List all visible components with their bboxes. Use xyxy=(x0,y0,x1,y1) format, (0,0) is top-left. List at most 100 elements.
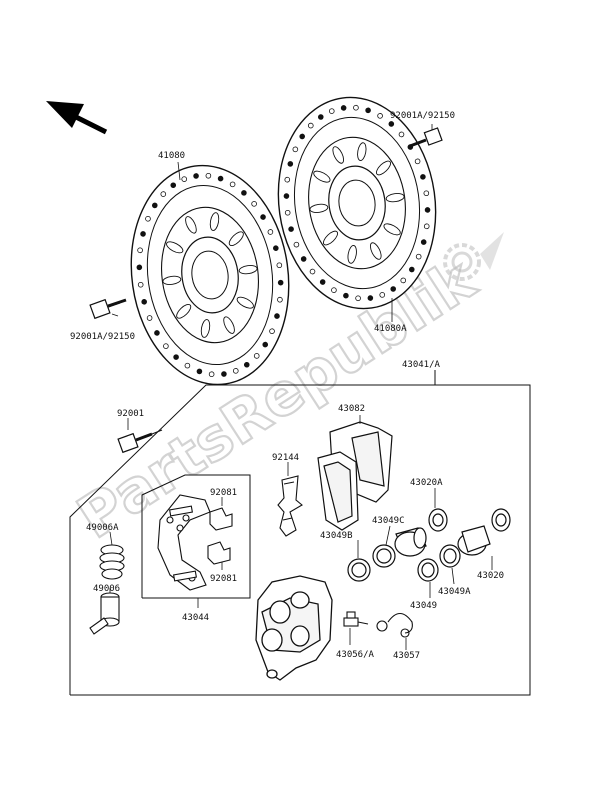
drill-hole xyxy=(284,209,291,216)
drill-hole xyxy=(221,371,227,377)
spoke-cutout xyxy=(375,160,391,176)
label-disc-left: 41080 xyxy=(158,151,185,161)
label-holder: 43044 xyxy=(182,613,209,623)
spoke-cutout xyxy=(223,316,235,334)
leader-lines xyxy=(109,124,493,650)
drill-hole xyxy=(260,214,266,220)
drill-hole xyxy=(353,104,359,111)
drill-hole xyxy=(251,201,257,207)
drill-hole xyxy=(160,191,167,197)
drill-hole xyxy=(284,176,291,183)
label-caliper-bolt: 92001 xyxy=(117,409,144,419)
brake-pad-rear xyxy=(329,421,393,503)
label-bolt-right: 92001A/92150 xyxy=(390,111,455,121)
drill-hole xyxy=(365,107,371,114)
drill-hole xyxy=(277,296,283,303)
drill-hole xyxy=(253,353,260,359)
label-disc-right: 41080A xyxy=(374,324,407,334)
boot xyxy=(99,544,125,580)
gear-logo-icon xyxy=(443,232,504,281)
caliper-assembly-frame xyxy=(69,370,531,696)
drill-hole xyxy=(293,241,300,248)
drill-hole xyxy=(408,266,415,273)
label-boot: 49006A xyxy=(86,523,119,533)
drill-hole xyxy=(173,354,179,360)
drill-hole xyxy=(420,239,427,245)
drill-hole xyxy=(145,215,151,222)
spoke-cutout xyxy=(313,170,331,183)
drill-hole xyxy=(300,256,307,262)
label-pad-set: 43082 xyxy=(338,404,365,414)
drill-hole xyxy=(390,286,397,292)
drill-hole xyxy=(423,190,430,197)
drill-hole xyxy=(170,182,177,189)
spoke-cutout xyxy=(166,241,184,254)
drill-hole xyxy=(273,245,279,251)
drill-hole xyxy=(355,295,361,302)
drill-hole xyxy=(340,105,347,111)
holder-subframe xyxy=(141,474,251,599)
drill-hole xyxy=(217,175,224,182)
drill-hole xyxy=(208,371,215,378)
drill-hole xyxy=(331,287,337,293)
disc-bolt-left xyxy=(89,298,127,320)
drill-hole xyxy=(205,172,212,179)
drill-hole xyxy=(414,158,421,165)
caliper-bolt xyxy=(117,429,163,454)
spoke-cutout xyxy=(185,216,197,234)
drill-hole xyxy=(379,292,386,298)
label-caliper-assembly: 43041/A xyxy=(402,360,441,370)
drill-hole xyxy=(292,146,299,153)
drill-hole xyxy=(232,368,239,374)
spoke-cutout xyxy=(369,242,382,260)
label-seal-b: 43049B xyxy=(320,531,353,541)
slide-pin xyxy=(89,592,120,635)
label-pin: 49006 xyxy=(93,584,120,594)
label-bolt-left: 92001A/92150 xyxy=(70,332,135,342)
spoke-cutout xyxy=(323,230,339,246)
drill-hole xyxy=(193,173,199,179)
label-clip-lower: 92081 xyxy=(210,574,237,584)
drill-hole xyxy=(424,207,431,213)
drill-hole xyxy=(388,121,395,127)
drill-hole xyxy=(288,226,294,232)
caliper-body xyxy=(255,575,333,681)
disc-bolt-right xyxy=(409,127,443,148)
drill-hole xyxy=(328,108,335,114)
drill-hole xyxy=(299,133,306,140)
label-clip-upper: 92081 xyxy=(210,488,237,498)
drill-hole xyxy=(140,231,146,237)
label-seal-a: 43049A xyxy=(438,587,471,597)
drill-hole xyxy=(146,315,153,321)
drill-hole xyxy=(262,341,269,348)
drill-hole xyxy=(151,202,158,209)
piston-43020 xyxy=(457,525,491,556)
seal-43049A xyxy=(439,544,461,568)
spoke-cutout xyxy=(176,303,192,319)
drill-hole xyxy=(243,361,250,368)
pad-clip-upper xyxy=(209,507,233,531)
seal-43049C xyxy=(372,544,396,568)
pad-clip-lower xyxy=(207,541,231,565)
spoke-cutout xyxy=(236,296,254,309)
drill-hole xyxy=(196,368,203,375)
label-cap: 43057 xyxy=(393,651,420,661)
spoke-cutout xyxy=(228,231,244,247)
bleeder-cap xyxy=(376,612,413,638)
drill-hole xyxy=(287,161,294,167)
drill-hole xyxy=(277,279,284,286)
bleeder-valve xyxy=(343,611,369,627)
spoke-cutout xyxy=(200,319,211,338)
drill-hole xyxy=(367,295,374,301)
brake-disc-right xyxy=(277,96,437,310)
piston-43020A xyxy=(394,527,427,557)
drill-hole xyxy=(415,253,422,260)
drill-hole xyxy=(319,279,326,285)
brake-pad-front xyxy=(317,451,359,531)
drill-hole xyxy=(137,281,144,288)
spoke-cutout xyxy=(383,223,401,236)
drill-hole xyxy=(141,299,147,305)
seal-43049 xyxy=(417,558,439,582)
drill-hole xyxy=(423,223,430,230)
disc-holes xyxy=(136,172,284,378)
